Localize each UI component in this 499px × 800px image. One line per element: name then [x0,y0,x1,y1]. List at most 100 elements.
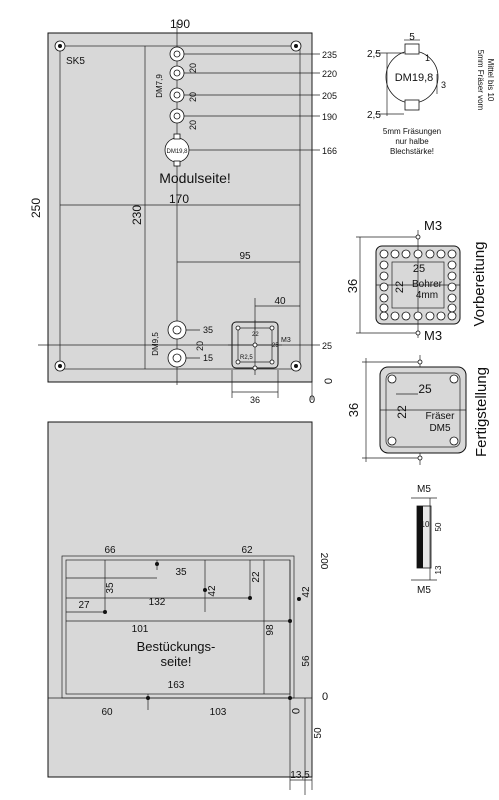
cutout-25: 25 [272,343,279,349]
bolt-m5-top: M5 [417,484,431,495]
hole-dm198: DM19,8 [164,133,190,167]
prep-m3-bottom: M3 [424,328,442,343]
bp-dim-0-right: 0 [322,691,328,703]
bolt-dim-50: 50 [434,522,443,531]
bp-dim-22: 22 [251,571,262,583]
hole-dm79 [169,65,185,81]
bp-dim-103: 103 [210,707,227,718]
bp-dim-50: 50 [313,727,324,739]
finish-dim-25: 25 [418,382,432,396]
bolt-detail: M5 M5 10 50 13 [411,484,443,596]
dim-190-top: 190 [170,17,190,31]
bp-dim-62: 62 [241,545,253,556]
hole-detail: 5 1 2,5 2,5 3 DM19,8 5mm Fräsungen nur h… [367,32,495,156]
prep-title: Vorbereitung [471,241,488,326]
finish-fraeser: Fräser [426,411,456,422]
bp-dim-135: 13,5 [290,770,310,781]
detail-note-3: Blechstärke! [390,147,434,156]
bp-dim-42-inner: 42 [207,585,218,597]
dim-20-c: 20 [188,120,198,130]
detail-dim-25-bottom: 2,5 [367,110,381,121]
hole-dm95 [167,320,187,340]
finish-title: Fertigstellung [473,367,490,457]
dim-170: 170 [169,192,189,206]
detail-dim-1: 1 [425,53,430,63]
corner-hole [54,40,66,52]
finish-dim-36: 36 [346,403,361,417]
cutout-r25: R2,5 [240,355,253,361]
bp-dim-98: 98 [265,624,276,636]
dim-40: 40 [274,296,286,307]
corner-hole [290,360,302,372]
dim-25-right: 25 [322,341,332,351]
detail-side-note-2: Mittel bis 10 [486,59,495,102]
label-dm95: DM9,5 [151,332,160,356]
preparation-detail: M3 M3 25 22 36 Bohrer 4mm Vorbereitung [345,218,488,343]
dim-36-bottom: 36 [250,395,260,405]
label-module-side: Modulseite! [159,170,231,186]
dim-205: 205 [322,91,337,101]
prep-m3-top: M3 [424,218,442,233]
dim-250-side: 250 [29,198,43,218]
dim-190-right: 190 [322,112,337,122]
prep-dim-36: 36 [345,279,360,293]
detail-note-1: 5mm Fräsungen [383,127,441,136]
bp-dim-42-outer: 42 [301,586,312,598]
cutout-22: 22 [252,332,259,338]
hole-dm79 [169,46,185,62]
dim-220: 220 [322,69,337,79]
hole-dm198-label: DM19,8 [166,149,188,155]
bolt-dim-13: 13 [434,565,443,574]
detail-dm: DM19,8 [395,72,434,84]
dim-0-right: 0 [323,378,335,384]
dim-230: 230 [130,205,144,225]
bp-dim-35-h: 35 [175,567,187,578]
bp-dim-200: 200 [318,553,329,570]
hole-dm95 [167,348,187,368]
detail-dim-5: 5 [409,32,415,43]
drill-hole-ring [379,249,457,321]
bp-dim-35-v: 35 [105,582,116,594]
corner-hole [54,360,66,372]
bottom-plate: 66 62 35 35 22 42 42 27 132 101 98 56 16… [47,421,329,795]
dim-20-a: 20 [188,63,198,73]
hole-dm79 [169,87,185,103]
top-plate-margin [59,45,301,370]
prep-dim-25: 25 [413,263,425,275]
label-dm79: DM7,9 [155,74,164,98]
dim-0-bottom: 0 [309,394,315,406]
dim-166: 166 [322,146,337,156]
prep-dim-22: 22 [394,281,406,293]
bp-dim-60: 60 [101,707,113,718]
bp-dim-27: 27 [78,600,90,611]
bp-dim-163: 163 [168,680,185,691]
bp-dim-132: 132 [149,597,166,608]
label-sk5: SK5 [66,56,85,67]
finish-dim-22: 22 [395,405,409,419]
bp-dim-56: 56 [301,655,312,667]
bolt-dim-10: 10 [421,520,430,529]
dim-15: 15 [203,353,213,363]
hole-dm79 [169,108,185,124]
bp-dim-66: 66 [104,545,116,556]
dim-35: 35 [203,325,213,335]
top-plate: DM19,8 22 25 R2,5 M3 [29,17,337,406]
bp-label-2: seite! [160,654,191,669]
bolt-m5-bottom: M5 [417,585,431,596]
square-cutout: 22 25 R2,5 M3 [228,320,291,375]
detail-dim-3: 3 [441,80,446,90]
bp-label-1: Bestückungs- [137,639,216,654]
corner-hole [290,40,302,52]
detail-dim-25-top: 2,5 [367,49,381,60]
finish-detail: 25 22 36 Fräser DM5 Fertigstellung [346,355,490,465]
dim-20-d: 20 [195,341,205,351]
dim-95: 95 [239,251,251,262]
bottom-plate-body [47,421,313,778]
dim-20-b: 20 [188,92,198,102]
bp-dim-101: 101 [132,624,149,635]
finish-dm5: DM5 [429,423,451,434]
bp-dim-0-lower: 0 [289,708,301,714]
prep-4mm: 4mm [416,290,438,301]
detail-note-2: nur halbe [395,137,429,146]
